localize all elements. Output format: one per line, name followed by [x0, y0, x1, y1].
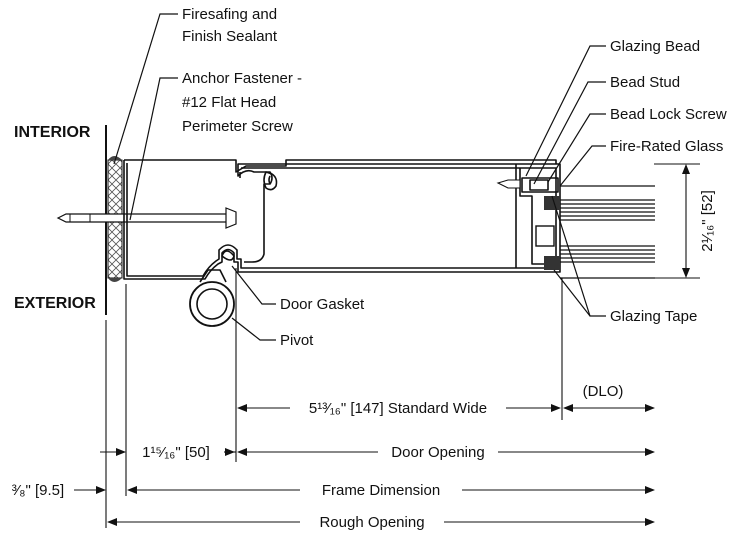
standard-wide-dimension: 5¹³⁄₁₆" [147] Standard Wide	[309, 400, 487, 417]
fire-rated-glass-label: Fire-Rated Glass	[610, 138, 723, 155]
frame-dimension-label: Frame Dimension	[322, 482, 440, 499]
dimension-lines	[74, 164, 690, 526]
anchor-screw	[56, 207, 237, 229]
bead-stud-label: Bead Stud	[610, 74, 680, 91]
anchor-label-line2: #12 Flat Head	[182, 94, 276, 111]
leader-lines	[113, 13, 606, 341]
glazing-tape-bottom	[544, 256, 560, 270]
extension-lines	[105, 163, 700, 528]
shim-dimension: ³⁄₈" [9.5]	[12, 482, 64, 499]
offset-dimension: 1¹⁵⁄₁₆" [50]	[142, 444, 210, 461]
frame-profile	[123, 159, 561, 280]
interior-label: INTERIOR	[14, 124, 91, 141]
exterior-label: EXTERIOR	[14, 295, 96, 312]
pivot	[189, 269, 235, 327]
fire-rated-glass	[560, 185, 655, 279]
door-gasket-label: Door Gasket	[280, 296, 365, 313]
glazing-bead-label: Glazing Bead	[610, 38, 700, 55]
anchor-label-line1: Anchor Fastener -	[182, 70, 302, 87]
finish-sealant-top	[108, 156, 122, 160]
glazing-tape-top	[544, 196, 560, 210]
dlo-label: (DLO)	[583, 383, 624, 400]
door-opening-label: Door Opening	[391, 444, 484, 461]
firesafing-label-line2: Finish Sealant	[182, 28, 278, 45]
pivot-label: Pivot	[280, 332, 314, 349]
anchor-label-line3: Perimeter Screw	[182, 118, 293, 135]
rough-opening-label: Rough Opening	[319, 514, 424, 531]
setting-block	[535, 225, 555, 247]
finish-sealant-bottom	[108, 278, 122, 282]
glazing-bead	[496, 177, 559, 193]
firesafing-label-line1: Firesafing and	[182, 6, 277, 23]
bead-lock-screw-label: Bead Lock Screw	[610, 106, 727, 123]
glass-height-dimension: 2¹⁄₁₆" [52]	[699, 190, 716, 251]
glazing-tape-label: Glazing Tape	[610, 308, 697, 325]
